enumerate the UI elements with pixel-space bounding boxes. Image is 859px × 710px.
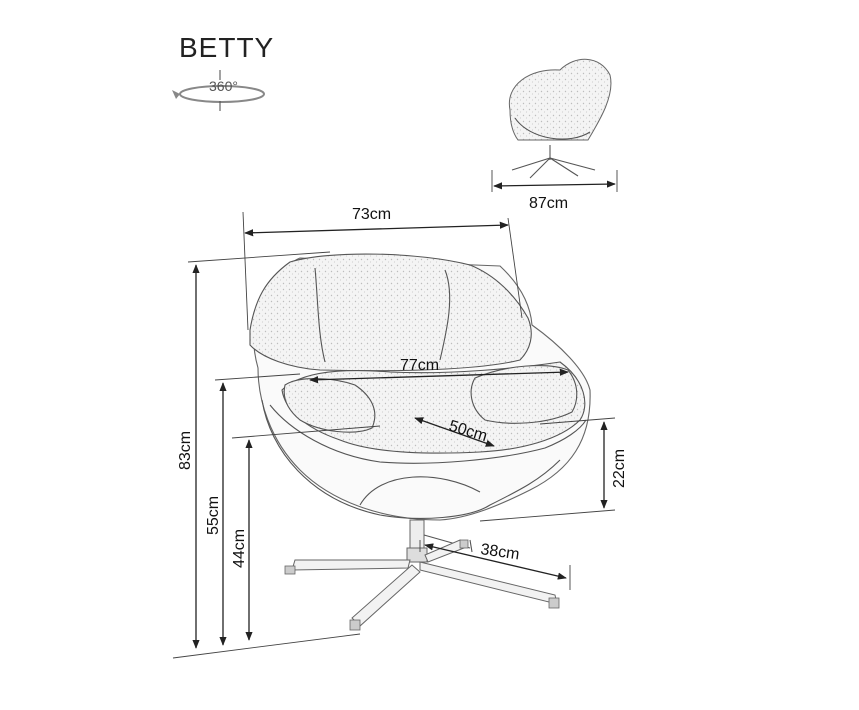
dim-seat-height-line: 44cm xyxy=(231,425,381,641)
dim-base-length: 38cm xyxy=(479,541,520,563)
dim-total-height-line: 83cm xyxy=(172,251,361,659)
dim-armrest-height: 22cm xyxy=(611,449,628,488)
dim-seat-width-line: 77cm xyxy=(309,357,569,384)
dim-back-width-line: 73cm xyxy=(242,206,523,331)
dim-overall-width: 87cm xyxy=(529,195,568,212)
dim-armrest-floor-line: 55cm xyxy=(205,373,301,646)
dim-seat-height: 44cm xyxy=(231,529,248,568)
dim-armrest-height-line: 22cm xyxy=(479,417,628,522)
side-view-chair: 87cm xyxy=(491,58,618,212)
dim-total-height: 83cm xyxy=(177,431,194,470)
dim-seat-width: 77cm xyxy=(400,357,439,374)
dim-armrest-floor-height: 55cm xyxy=(205,496,222,535)
rotation-360-icon: 360° xyxy=(172,70,265,111)
dim-back-width: 73cm xyxy=(352,206,391,223)
product-title: BETTY xyxy=(179,32,275,63)
dim-base-length-line: 38cm xyxy=(419,540,571,590)
main-chair-drawing xyxy=(249,253,591,631)
rotation-label: 360° xyxy=(209,78,238,94)
